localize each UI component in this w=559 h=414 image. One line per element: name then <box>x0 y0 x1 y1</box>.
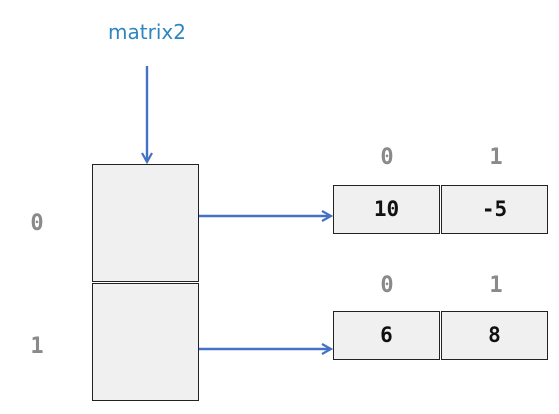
outer-array-slot-1 <box>92 283 199 401</box>
row-index-1: 1 <box>30 334 44 359</box>
row-1-cell-0: 6 <box>333 311 440 360</box>
row-0-cell-0: 10 <box>333 185 440 234</box>
row-0-col-index-0: 0 <box>380 145 394 170</box>
row-0-col-index-1: 1 <box>489 145 503 170</box>
row-1-col-index-0: 0 <box>380 273 394 298</box>
row-0-cell-1: -5 <box>441 185 548 234</box>
row-1-cell-1: 8 <box>441 311 548 360</box>
variable-label: matrix2 <box>108 20 186 44</box>
row-index-0: 0 <box>30 211 44 236</box>
outer-array-slot-0 <box>92 164 199 282</box>
row-1-col-index-1: 1 <box>489 273 503 298</box>
